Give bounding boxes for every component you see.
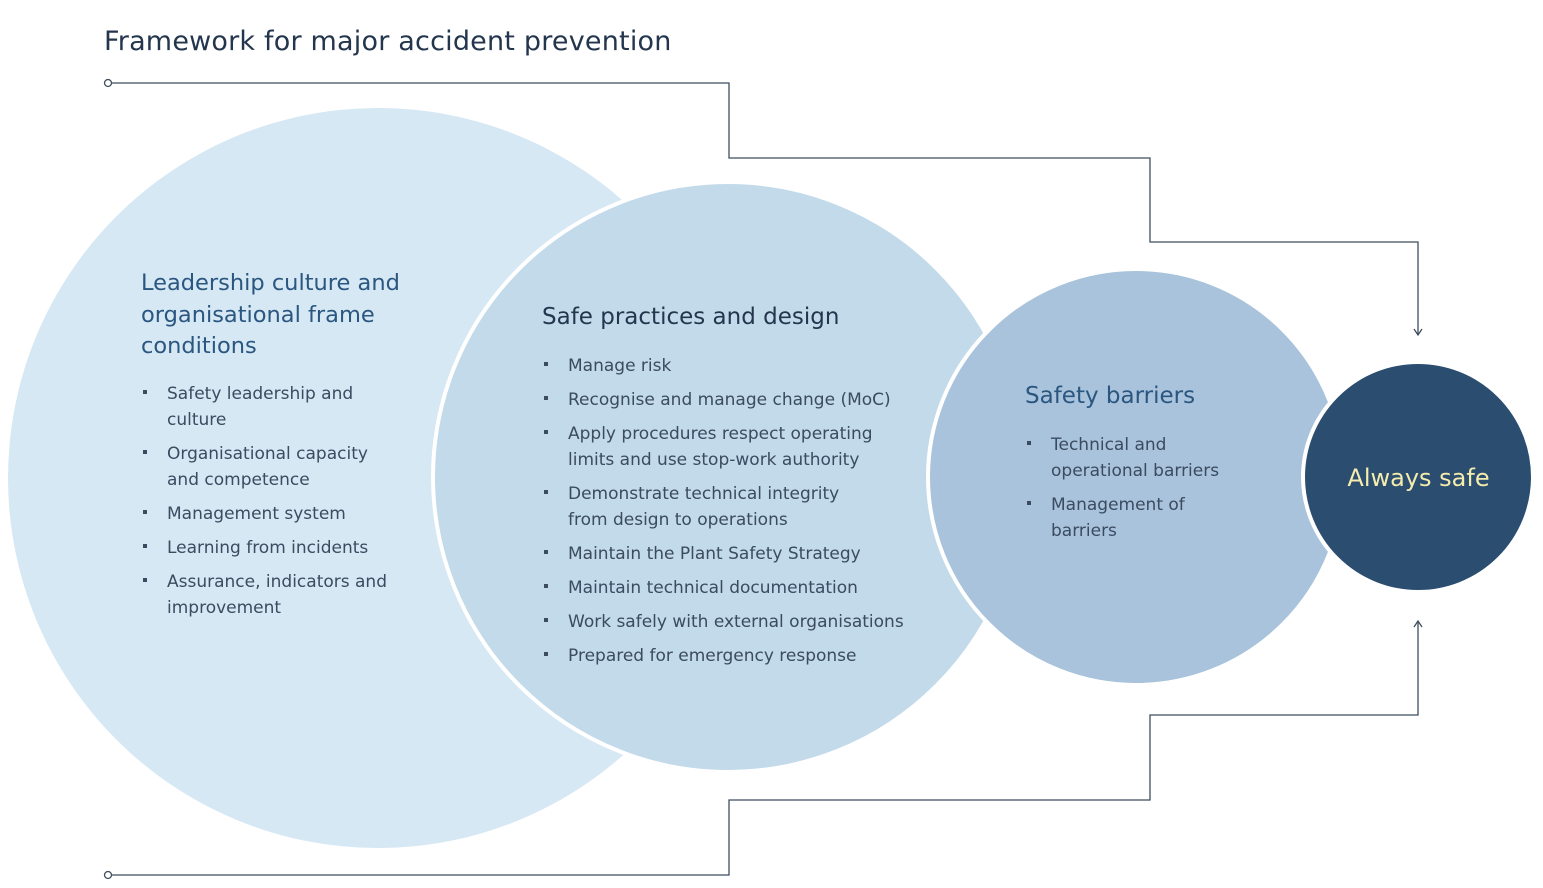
practices-item: Apply procedures respect operating limit… [542, 421, 888, 473]
goal-label: Always safe [1347, 463, 1490, 492]
top-line-start-dot [103, 78, 113, 88]
leadership-item: Learning from incidents [141, 535, 397, 561]
leadership-heading-line: conditions [141, 333, 257, 359]
leadership-heading-line: Leadership culture and [141, 270, 400, 296]
leadership-item: Management system [141, 501, 397, 527]
leadership-block: Leadership culture and organisational fr… [141, 268, 441, 629]
barriers-item: Technical and operational barriers [1025, 432, 1241, 484]
practices-item: Prepared for emergency response [542, 643, 942, 669]
bottom-arrow-head [1413, 619, 1423, 628]
leadership-item: Safety leadership and culture [141, 381, 397, 433]
practices-item: Demonstrate technical integrity from des… [542, 481, 848, 533]
barriers-block: Safety barriers Technical and operationa… [1025, 381, 1305, 552]
practices-list: Manage risk Recognise and manage change … [542, 353, 942, 669]
leadership-item: Assurance, indicators and improvement [141, 569, 397, 621]
practices-item: Recognise and manage change (MoC) [542, 387, 942, 413]
practices-block: Safe practices and design Manage risk Re… [542, 302, 942, 677]
top-arrow-head [1413, 328, 1423, 337]
goal-circle [1301, 360, 1535, 594]
barriers-list: Technical and operational barriers Manag… [1025, 432, 1305, 544]
diagram-title: Framework for major accident prevention [104, 26, 672, 57]
practices-heading: Safe practices and design [542, 304, 840, 330]
practices-item: Maintain the Plant Safety Strategy [542, 541, 942, 567]
practices-item: Maintain technical documentation [542, 575, 942, 601]
leadership-heading: Leadership culture and organisational fr… [141, 268, 441, 363]
practices-item: Manage risk [542, 353, 942, 379]
barriers-heading: Safety barriers [1025, 383, 1196, 409]
bottom-line-start-dot [103, 870, 113, 880]
bottom-connector-line [112, 622, 1419, 876]
leadership-item: Organisational capacity and competence [141, 441, 397, 493]
leadership-list: Safety leadership and culture Organisati… [141, 381, 441, 621]
leadership-heading-line: organisational frame [141, 301, 375, 328]
practices-item: Work safely with external organisations [542, 609, 942, 635]
top-connector-line [112, 82, 1419, 334]
barriers-item: Management of barriers [1025, 492, 1241, 544]
